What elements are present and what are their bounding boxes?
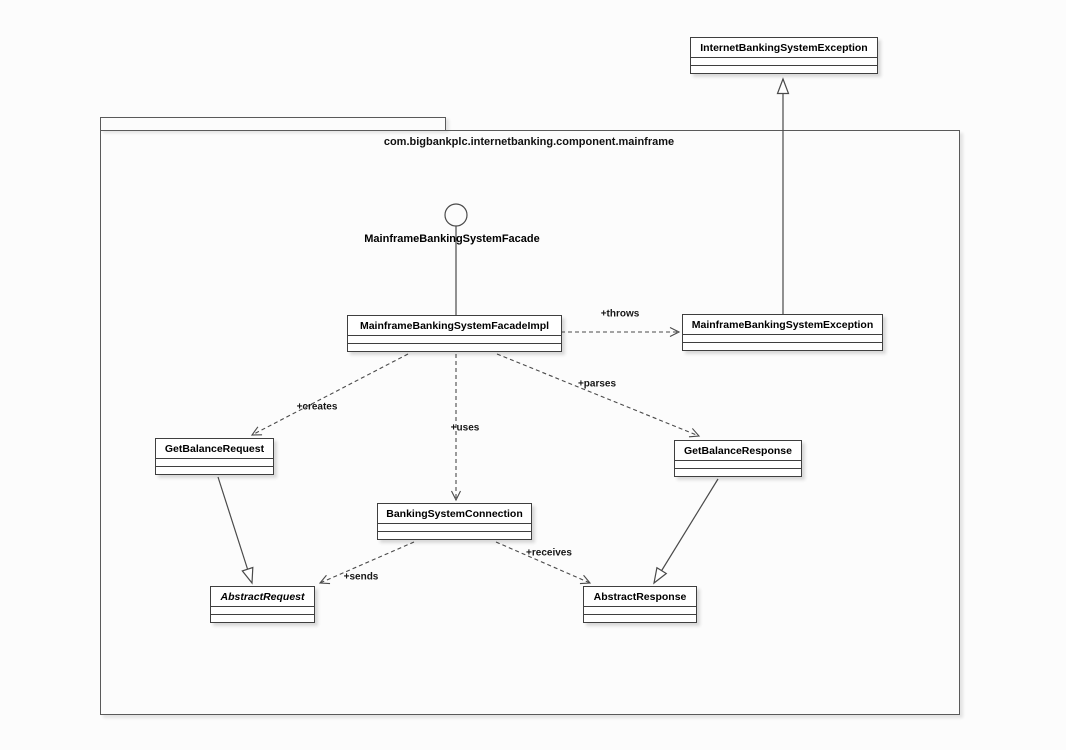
package-tab	[100, 117, 446, 131]
dependency-sends	[318, 541, 415, 585]
class-mainframe-banking-system-facade-impl: MainframeBankingSystemFacadeImpl	[347, 315, 562, 352]
generalization-response	[653, 478, 719, 585]
class-mainframe-banking-system-exception: MainframeBankingSystemException	[682, 314, 883, 351]
class-title: MainframeBankingSystemFacadeImpl	[348, 316, 561, 336]
class-get-balance-request: GetBalanceRequest	[155, 438, 274, 475]
package-title: com.bigbankplc.internetbanking.component…	[383, 136, 675, 148]
interface-label: MainframeBankingSystemFacade	[364, 233, 540, 245]
class-title: AbstractResponse	[584, 587, 696, 607]
class-banking-system-connection: BankingSystemConnection	[377, 503, 532, 540]
class-title: MainframeBankingSystemException	[683, 315, 882, 335]
class-abstract-request: AbstractRequest	[210, 586, 315, 623]
class-get-balance-response: GetBalanceResponse	[674, 440, 802, 477]
class-title: InternetBankingSystemException	[691, 38, 877, 58]
class-title: AbstractRequest	[211, 587, 314, 607]
attributes-compartment	[675, 461, 801, 469]
dependency-parses	[496, 353, 701, 438]
relation-label-uses: +uses	[450, 422, 480, 434]
operations-compartment	[675, 469, 801, 476]
class-internet-banking-system-exception: InternetBankingSystemException	[690, 37, 878, 74]
attributes-compartment	[378, 524, 531, 532]
operations-compartment	[211, 615, 314, 622]
operations-compartment	[683, 343, 882, 350]
operations-compartment	[584, 615, 696, 622]
class-abstract-response: AbstractResponse	[583, 586, 697, 623]
class-title: BankingSystemConnection	[378, 504, 531, 524]
attributes-compartment	[211, 607, 314, 615]
attributes-compartment	[584, 607, 696, 615]
class-title: GetBalanceRequest	[156, 439, 273, 459]
attributes-compartment	[691, 58, 877, 66]
interface-lollipop-icon	[444, 203, 468, 227]
class-title: GetBalanceResponse	[675, 441, 801, 461]
relation-label-throws: +throws	[600, 308, 640, 320]
attributes-compartment	[348, 336, 561, 344]
operations-compartment	[156, 467, 273, 474]
attributes-compartment	[156, 459, 273, 467]
package-body	[100, 130, 960, 715]
generalization-request	[217, 476, 254, 585]
dependency-creates	[250, 353, 409, 436]
operations-compartment	[691, 66, 877, 73]
relation-label-sends: +sends	[343, 571, 379, 583]
relation-label-creates: +creates	[296, 401, 338, 413]
operations-compartment	[378, 532, 531, 539]
relation-label-receives: +receives	[526, 547, 572, 559]
attributes-compartment	[683, 335, 882, 343]
relation-label-parses: +parses	[577, 378, 617, 390]
operations-compartment	[348, 344, 561, 351]
dependency-receives	[495, 541, 592, 585]
